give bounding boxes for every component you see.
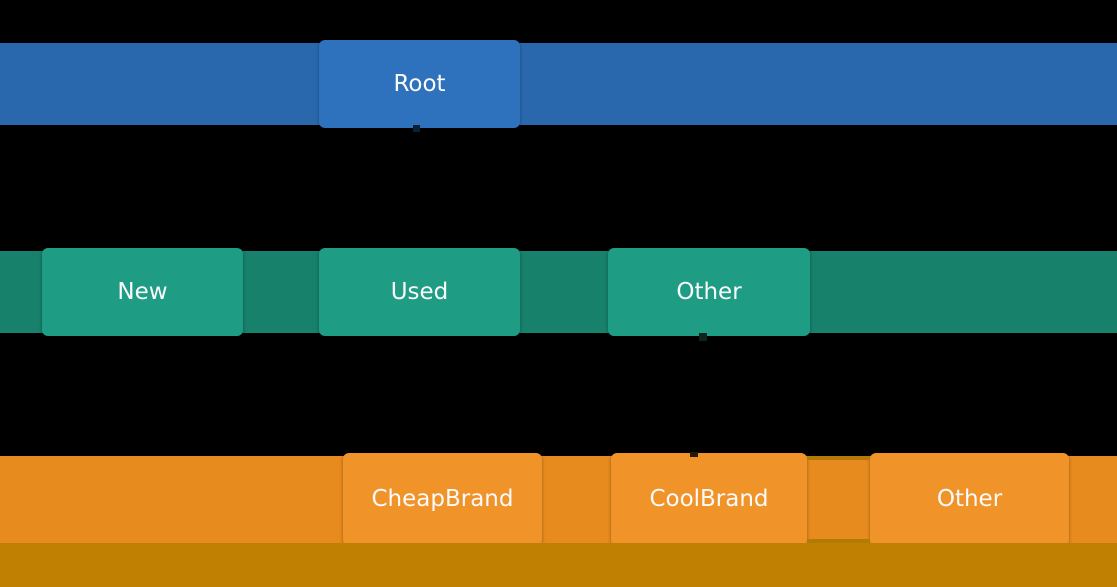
node-label: Used: [390, 278, 449, 305]
next-level-band: [0, 543, 1117, 587]
tick-above-coolbrand: [690, 452, 698, 457]
node-label: Other: [676, 278, 742, 305]
tick-below-other: [699, 333, 707, 341]
node-label: CoolBrand: [649, 486, 769, 512]
connector-mark-top: [807, 456, 870, 460]
tree-node-cheapbrand[interactable]: CheapBrand: [343, 453, 542, 546]
tick-below-root: [413, 125, 420, 132]
connector-mark-bottom: [807, 539, 870, 543]
tree-node-used[interactable]: Used: [319, 248, 520, 336]
node-label: New: [117, 278, 168, 305]
tree-node-coolbrand[interactable]: CoolBrand: [611, 453, 807, 546]
tree-node-other[interactable]: Other: [608, 248, 810, 336]
node-label: Other: [936, 486, 1003, 512]
tree-node-other[interactable]: Other: [870, 453, 1069, 546]
level-root-band: [0, 43, 1117, 125]
tree-node-new[interactable]: New: [42, 248, 243, 336]
node-label: Root: [393, 70, 446, 97]
tree-node-root[interactable]: Root: [319, 40, 520, 128]
node-label: CheapBrand: [371, 486, 514, 512]
